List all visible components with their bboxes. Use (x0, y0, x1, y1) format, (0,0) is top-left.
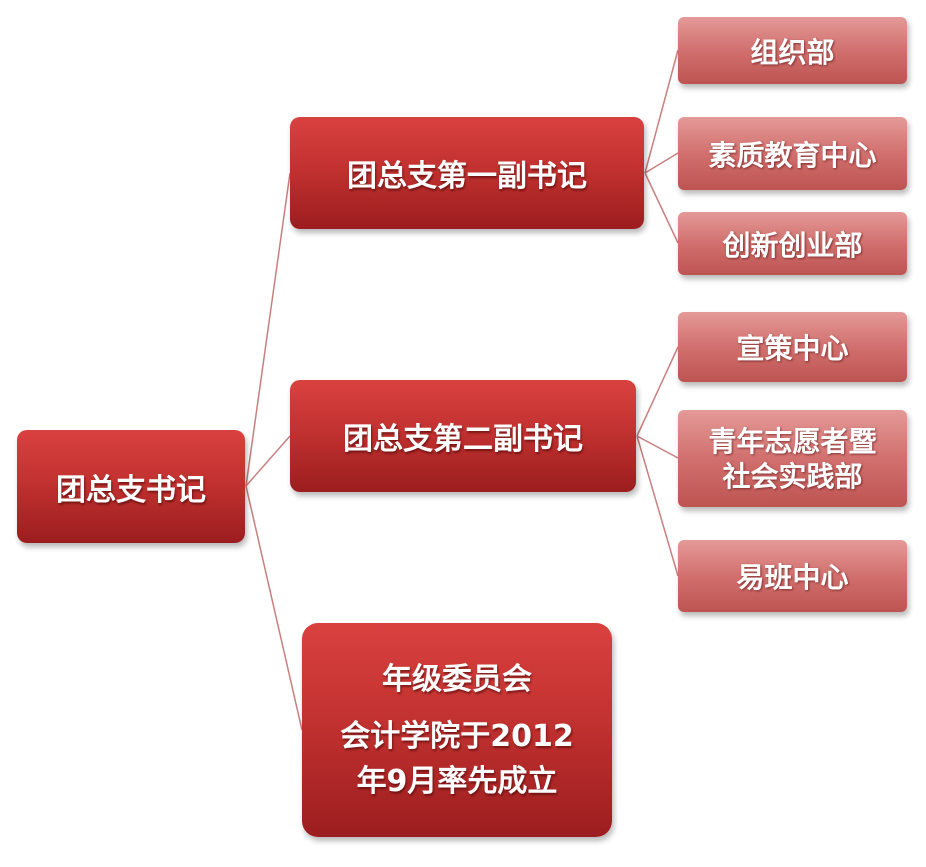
connector-vice1-inno (644, 172, 679, 244)
node-yiban-center: 易班中心 (678, 540, 907, 612)
node-label: 素质教育中心 (708, 138, 877, 172)
node-label: 宣策中心 (736, 332, 849, 365)
node-label: 团总支第一副书记 (347, 159, 587, 194)
node-second-deputy-secretary: 团总支第二副书记 (290, 380, 636, 492)
node-label: 易班中心 (736, 561, 849, 594)
node-label: 团总支书记 (56, 472, 206, 508)
node-league-secretary: 团总支书记 (17, 430, 245, 543)
grade-committee-note-line1: 会计学院于2012 (340, 718, 574, 754)
node-organization-dept: 组织部 (678, 17, 907, 84)
connector-vice1-edu (644, 152, 679, 174)
node-publicity-center: 宣策中心 (678, 312, 907, 382)
node-innovation-entrepreneurship-dept: 创新创业部 (678, 212, 907, 275)
node-quality-education-center: 素质教育中心 (678, 117, 907, 190)
connector-vice2-prop (636, 346, 679, 437)
connector-vice2-vol (636, 435, 679, 459)
connector-root-vice1 (245, 172, 291, 487)
connector-root-vice2 (245, 435, 291, 487)
node-volunteer-social-practice-dept: 青年志愿者暨 社会实践部 (678, 410, 907, 507)
grade-committee-note-line2: 年9月率先成立 (356, 763, 558, 799)
connector-root-grade (245, 485, 303, 731)
node-label: 组织部 (750, 35, 835, 69)
grade-committee-title: 年级委员会 (382, 661, 532, 697)
node-label: 团总支第二副书记 (343, 422, 583, 457)
node-label-line2: 社会实践部 (722, 459, 863, 493)
node-first-deputy-secretary: 团总支第一副书记 (290, 117, 644, 229)
node-label: 创新创业部 (722, 228, 863, 262)
connector-vice2-yiban (636, 435, 679, 577)
connector-vice1-org (644, 49, 679, 174)
node-grade-committee: 年级委员会 会计学院于2012 年9月率先成立 (302, 623, 612, 837)
node-label-line1: 青年志愿者暨 (708, 424, 877, 458)
